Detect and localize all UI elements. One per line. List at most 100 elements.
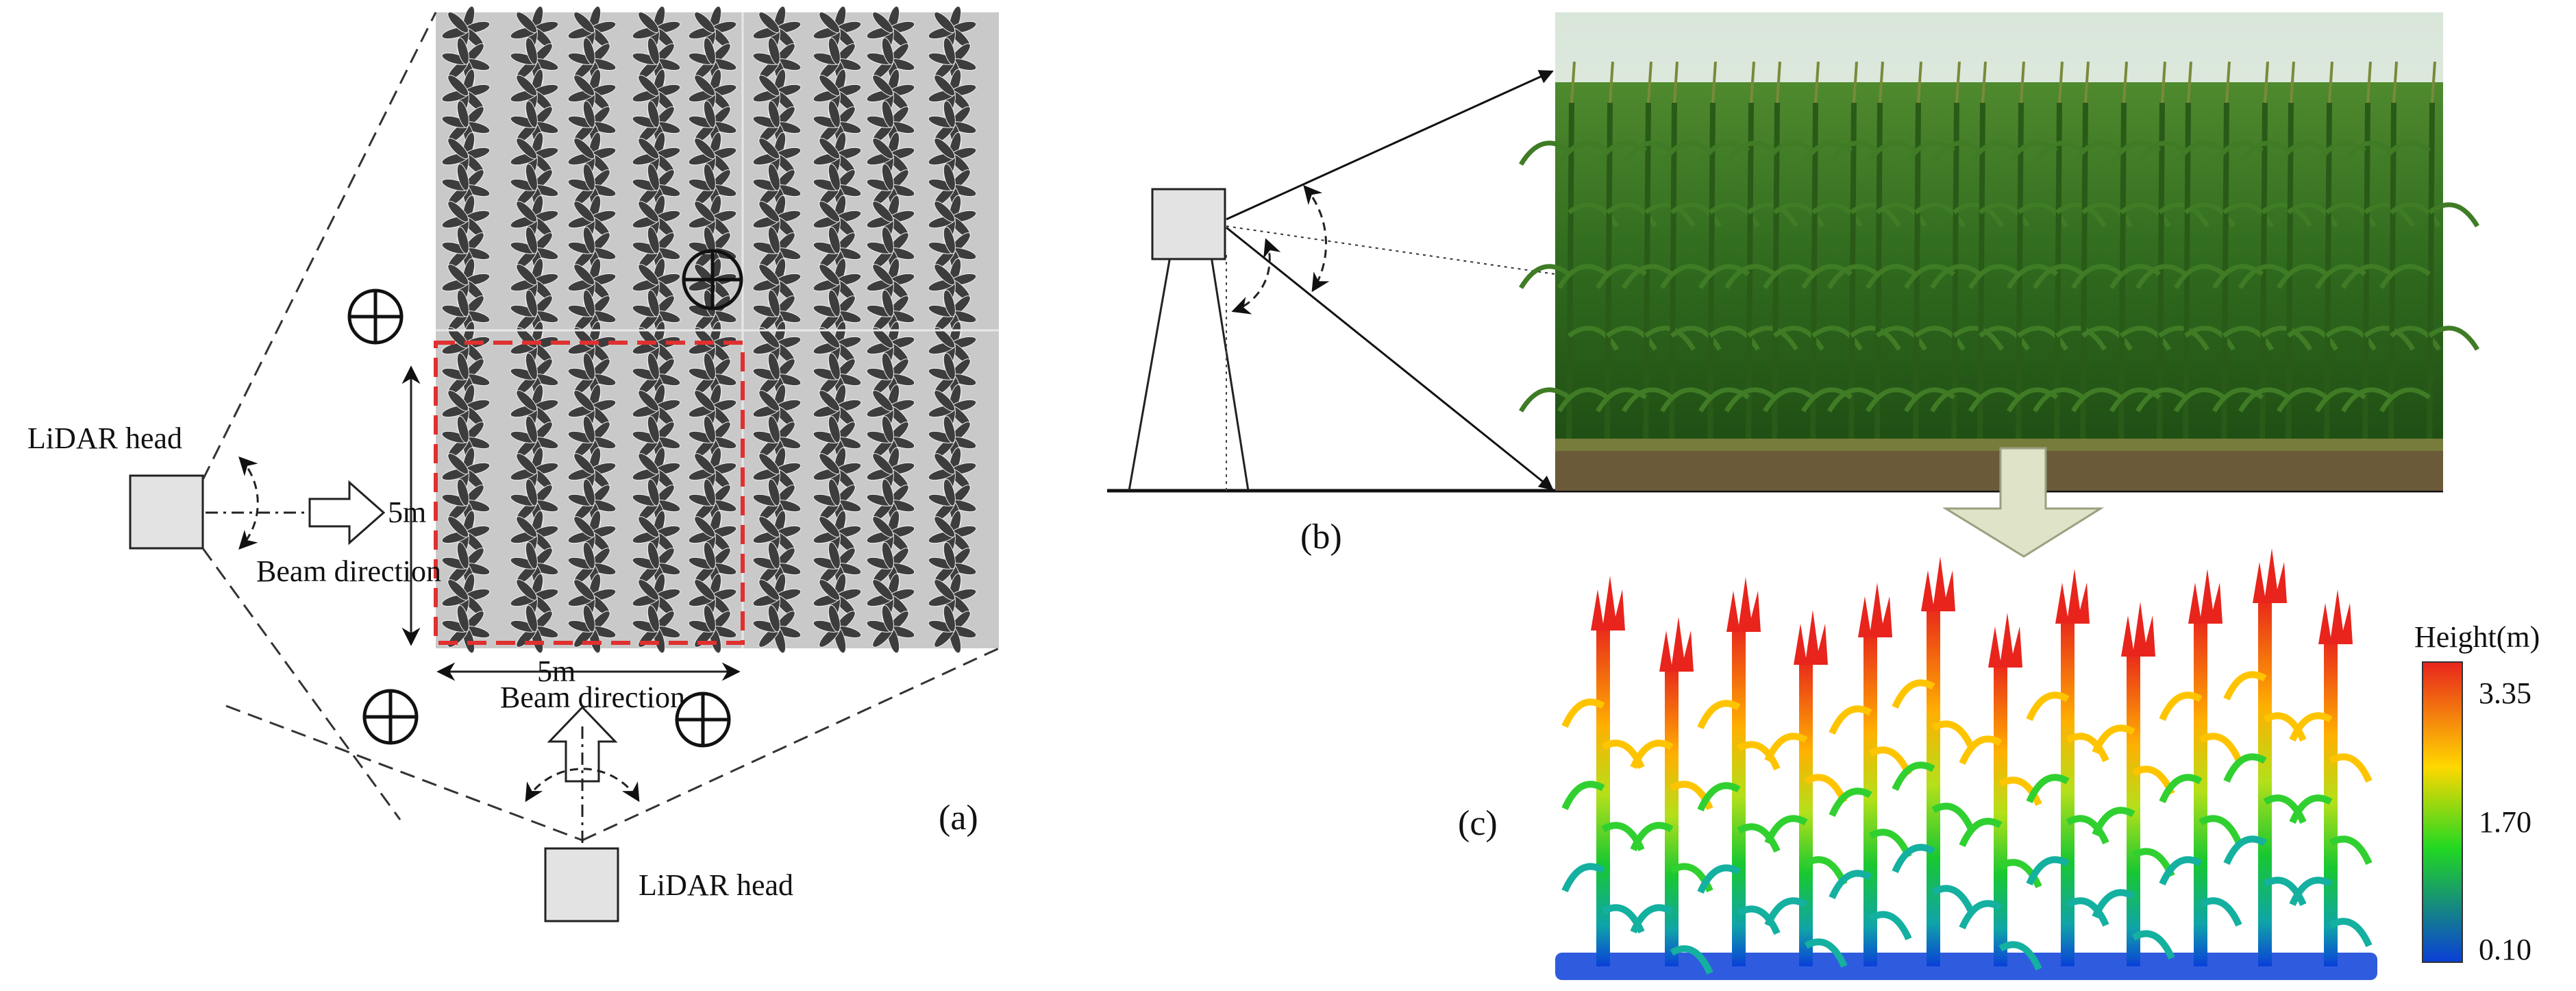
plant-icon xyxy=(632,163,681,212)
fov-line xyxy=(201,548,401,820)
colorbar xyxy=(2422,661,2463,963)
corn-stalk xyxy=(2032,61,2133,453)
corn-stalk xyxy=(2276,61,2377,453)
plant-icon xyxy=(752,195,802,244)
flow-arrow-icon xyxy=(1942,447,2105,558)
plant-icon xyxy=(567,478,617,528)
lidar-head-left-label: LiDAR head xyxy=(27,421,182,455)
plant-icon xyxy=(928,226,977,276)
plant-icon xyxy=(510,604,559,654)
plant-icon xyxy=(866,100,915,149)
plant-icon xyxy=(632,541,681,591)
plant-point-cloud xyxy=(1630,617,1713,975)
plant-icon xyxy=(632,510,681,559)
registration-target-icon xyxy=(362,689,419,745)
corn-stalk xyxy=(1621,61,1722,453)
plant-icon xyxy=(510,384,559,433)
corn-stalk xyxy=(1698,61,1799,453)
beam-arrow-left-icon xyxy=(308,480,386,546)
plant-icon xyxy=(510,478,559,528)
registration-target-icon xyxy=(347,289,404,345)
plant-icon xyxy=(866,447,915,496)
plant-icon xyxy=(866,226,915,276)
tilt-angle-arc xyxy=(1231,238,1281,315)
scan-angle-arc-left xyxy=(238,456,259,550)
plant-icon xyxy=(813,447,862,496)
subplot-outline xyxy=(434,341,745,645)
beam-direction-left-label: Beam direction xyxy=(256,554,441,588)
plant-icon xyxy=(813,195,862,244)
plant-point-cloud xyxy=(1959,613,2042,971)
scan-ray-center xyxy=(1226,225,1556,275)
plant-icon xyxy=(688,5,737,55)
plant-icon xyxy=(866,541,915,591)
beam-direction-bottom-label: Beam direction xyxy=(500,681,685,714)
corn-stalk xyxy=(1800,61,1902,453)
plant-icon xyxy=(567,100,617,149)
plant-icon xyxy=(752,384,802,433)
plant-icon xyxy=(632,384,681,433)
lidar-head-left-icon xyxy=(129,474,204,550)
scan-ray-lower xyxy=(1226,226,1554,491)
plant-point-cloud xyxy=(1764,610,1848,968)
corn-stalk xyxy=(2340,61,2442,453)
dimension-vertical-label: 5m xyxy=(388,496,426,529)
plant-icon xyxy=(567,37,617,86)
corn-stalk xyxy=(2135,61,2236,453)
corn-stalk xyxy=(2070,61,2172,453)
plant-icon xyxy=(928,541,977,591)
ground-points xyxy=(1555,953,2377,980)
registration-target-icon xyxy=(682,249,743,310)
cornfield-photo xyxy=(1518,12,2480,491)
plant-icon xyxy=(752,226,802,276)
plant-icon xyxy=(752,447,802,496)
corn-stalk xyxy=(1865,61,1966,453)
panel-b-label: (b) xyxy=(1300,517,1342,556)
plant-icon xyxy=(928,69,977,118)
plant-icon xyxy=(813,604,862,654)
plant-icon xyxy=(752,604,802,654)
plant-icon xyxy=(813,541,862,591)
plant-icon xyxy=(752,5,802,55)
plant-icon xyxy=(866,415,915,465)
plant-icon xyxy=(752,478,802,528)
lidar-head-bottom-label: LiDAR head xyxy=(639,868,793,902)
corn-stalk xyxy=(1724,61,1825,453)
scan-angle-arc-bottom xyxy=(525,768,640,803)
plant-point-cloud xyxy=(2159,569,2242,966)
plant-icon xyxy=(813,478,862,528)
corn-stalk xyxy=(1518,61,1620,453)
lidar-head-bottom-icon xyxy=(544,847,619,922)
plant-icon xyxy=(510,195,559,244)
panel-b: (b) xyxy=(1107,12,2480,558)
plant-icon xyxy=(632,289,681,339)
corn-stalk xyxy=(1929,61,2031,453)
dimension-horizontal-label: 5m xyxy=(537,654,575,688)
corn-stalk xyxy=(2379,61,2480,453)
plant-icon xyxy=(567,604,617,654)
tripod-leg xyxy=(1210,256,1250,491)
fov-line xyxy=(225,705,583,842)
scan-ray-upper xyxy=(1226,70,1554,221)
tripod-leg xyxy=(1128,256,1172,491)
plant-icon xyxy=(813,100,862,149)
corn-stalk xyxy=(2238,61,2339,453)
panel-a-label: (a) xyxy=(939,798,978,837)
corn-stalk xyxy=(1557,61,1658,453)
plant-icon xyxy=(866,604,915,654)
plant-icon xyxy=(752,37,802,86)
point-cloud xyxy=(1555,548,2377,980)
plant-point-cloud xyxy=(1829,583,1912,966)
colorbar-title: Height(m) xyxy=(2414,620,2540,654)
plant-point-cloud xyxy=(2289,589,2373,966)
plant-icon xyxy=(866,163,915,212)
scan-angle-arc xyxy=(1303,184,1330,293)
plant-icon xyxy=(866,5,915,55)
panel-c: (c) Height(m) 3.35 1.70 0.10 xyxy=(1458,548,2540,980)
corn-stalk xyxy=(1659,61,1761,453)
corn-stalk xyxy=(1826,61,1928,453)
colorbar-tick-mid: 1.70 xyxy=(2479,805,2531,839)
registration-target-icon xyxy=(675,692,731,748)
scanner-icon xyxy=(1151,188,1226,260)
